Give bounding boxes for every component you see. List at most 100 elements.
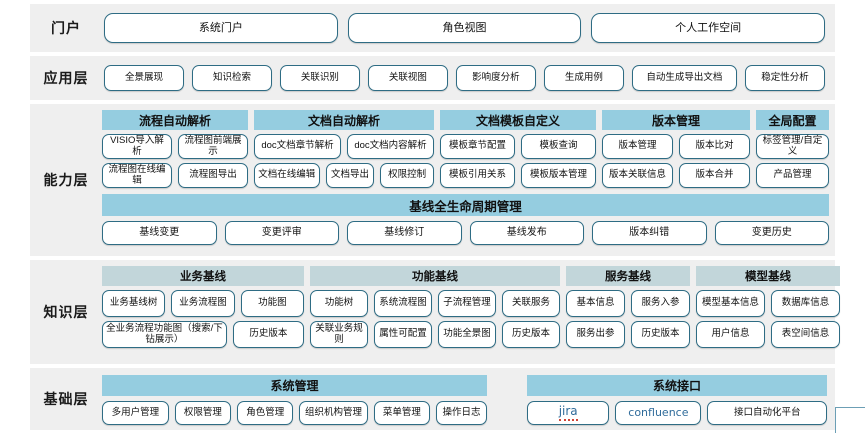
- baseline-item-change[interactable]: 基线变更: [102, 221, 217, 245]
- layer-application-label: 应用层: [43, 70, 89, 86]
- base-item-confluence[interactable]: confluence: [615, 401, 702, 425]
- know-group-service-baseline: 服务基线 基本信息 服务入参 服务出参 历史版本: [566, 266, 690, 348]
- cap-group-doc-parse-title: 文档自动解析: [254, 110, 434, 130]
- know-item-service-input-param[interactable]: 服务入参: [631, 290, 690, 317]
- know-group-model-baseline-title: 模型基线: [696, 266, 840, 286]
- cap-group-version-mgmt-title: 版本管理: [602, 110, 750, 130]
- cap-item-version-compare[interactable]: 版本比对: [679, 134, 750, 159]
- layer-foundation: 基础层 系统管理 多用户管理 权限管理 角色管理 组织机构管理 菜单管理 操作日…: [30, 368, 835, 430]
- layer-portal: 门户 系统门户 角色视图 个人工作空间: [30, 4, 835, 52]
- cap-group-doc-parse: 文档自动解析 doc文档章节解析 doc文档内容解析 文档在线编辑 文档导出 权…: [254, 110, 434, 188]
- layer-capability-label: 能力层: [43, 172, 89, 188]
- know-item-business-baseline-tree[interactable]: 业务基线树: [102, 290, 166, 317]
- cap-item-flow-frontend-display[interactable]: 流程图前端展示: [178, 134, 248, 159]
- know-item-full-business-flow-function-chart[interactable]: 全业务流程功能图（搜索/下钻展示）: [102, 321, 227, 348]
- base-item-interface-automation-platform[interactable]: 接口自动化平台: [707, 401, 827, 425]
- baseline-item-publish[interactable]: 基线发布: [469, 221, 584, 245]
- base-item-permission-mgmt[interactable]: 权限管理: [174, 401, 232, 425]
- cap-item-template-version-mgmt[interactable]: 模板版本管理: [521, 163, 596, 188]
- cap-group-process-parse-title: 流程自动解析: [102, 110, 248, 130]
- know-item-model-basic-info[interactable]: 模型基本信息: [696, 290, 765, 317]
- base-group-system-interface: 系统接口 jira confluence 接口自动化平台: [527, 375, 827, 425]
- know-group-function-baseline-title: 功能基线: [310, 266, 560, 286]
- layer-capability-body: 流程自动解析 VISIO导入解析 流程图前端展示 流程图在线编辑 流程图导出 文…: [102, 104, 837, 256]
- know-item-business-flow-chart[interactable]: 业务流程图: [171, 290, 235, 317]
- know-item-function-tree[interactable]: 功能树: [310, 290, 368, 317]
- cap-item-doc-export[interactable]: 文档导出: [325, 163, 375, 188]
- cap-baseline-block: 基线全生命周期管理 基线变更 变更评审 基线修订 基线发布 版本纠错 变更历史: [102, 194, 829, 245]
- layer-knowledge-label: 知识层: [43, 304, 89, 320]
- app-item-panorama[interactable]: 全景展现: [104, 65, 184, 91]
- base-group-system-interface-title: 系统接口: [527, 375, 827, 396]
- cap-item-permission-control[interactable]: 权限控制: [380, 163, 434, 188]
- know-item-function-panorama[interactable]: 功能全景图: [438, 321, 496, 348]
- app-item-relation-identify[interactable]: 关联识别: [279, 65, 360, 91]
- know-item-subprocess-mgmt[interactable]: 子流程管理: [438, 290, 496, 317]
- portal-item-system-portal[interactable]: 系统门户: [104, 13, 338, 43]
- baseline-item-change-review[interactable]: 变更评审: [224, 221, 339, 245]
- base-item-menu-mgmt[interactable]: 菜单管理: [373, 401, 430, 425]
- know-item-related-business-rule[interactable]: 关联业务规则: [310, 321, 368, 348]
- know-item-function-chart[interactable]: 功能图: [240, 290, 304, 317]
- baseline-item-version-correction[interactable]: 版本纠错: [592, 221, 707, 245]
- app-item-relation-view[interactable]: 关联视图: [367, 65, 448, 91]
- cap-group-process-parse: 流程自动解析 VISIO导入解析 流程图前端展示 流程图在线编辑 流程图导出: [102, 110, 248, 188]
- know-item-history-version-service[interactable]: 历史版本: [631, 321, 690, 348]
- cap-item-flow-export[interactable]: 流程图导出: [178, 163, 248, 188]
- corner-accent-line: [835, 407, 865, 433]
- cap-group-version-mgmt: 版本管理 版本管理 版本比对 版本关联信息 版本合并: [602, 110, 750, 188]
- cap-item-product-manage[interactable]: 产品管理: [756, 163, 829, 188]
- base-group-system-mgmt-title: 系统管理: [102, 375, 487, 396]
- know-item-related-service[interactable]: 关联服务: [502, 290, 560, 317]
- know-item-service-output-param[interactable]: 服务出参: [566, 321, 625, 348]
- cap-item-doc-content-parse[interactable]: doc文档内容解析: [347, 134, 434, 159]
- know-group-business-baseline-title: 业务基线: [102, 266, 304, 286]
- know-item-tablespace-info[interactable]: 表空间信息: [771, 321, 840, 348]
- base-item-multi-user-mgmt[interactable]: 多用户管理: [102, 401, 169, 425]
- layer-portal-body: 系统门户 角色视图 个人工作空间: [102, 4, 835, 52]
- base-item-operation-log[interactable]: 操作日志: [435, 401, 487, 425]
- cap-item-version-merge[interactable]: 版本合并: [679, 163, 750, 188]
- cap-item-template-query[interactable]: 模板查询: [521, 134, 596, 159]
- confluence-logo-icon: confluence: [628, 405, 689, 419]
- baseline-item-change-history[interactable]: 变更历史: [714, 221, 829, 245]
- portal-item-personal-workspace[interactable]: 个人工作空间: [591, 13, 826, 43]
- app-item-generate-case[interactable]: 生成用例: [543, 65, 624, 91]
- layer-foundation-body: 系统管理 多用户管理 权限管理 角色管理 组织机构管理 菜单管理 操作日志 系统…: [102, 368, 835, 430]
- layer-application-body: 全景展现 知识检索 关联识别 关联视图 影响度分析 生成用例 自动生成导出文档 …: [102, 56, 835, 100]
- cap-item-version-relation-info[interactable]: 版本关联信息: [602, 163, 673, 188]
- base-item-org-structure-mgmt[interactable]: 组织机构管理: [299, 401, 368, 425]
- know-item-history-version-function[interactable]: 历史版本: [502, 321, 560, 348]
- app-item-auto-export-doc[interactable]: 自动生成导出文档: [631, 65, 737, 91]
- cap-item-flow-online-edit[interactable]: 流程图在线编辑: [102, 163, 172, 188]
- cap-item-doc-online-edit[interactable]: 文档在线编辑: [254, 163, 320, 188]
- know-item-system-flow-chart[interactable]: 系统流程图: [374, 290, 432, 317]
- portal-item-role-view[interactable]: 角色视图: [347, 13, 582, 43]
- app-item-impact-analysis[interactable]: 影响度分析: [455, 65, 536, 91]
- layer-application: 应用层 全景展现 知识检索 关联识别 关联视图 影响度分析 生成用例 自动生成导…: [30, 56, 835, 100]
- cap-item-template-chapter-config[interactable]: 模板章节配置: [440, 134, 515, 159]
- cap-group-global-config: 全局配置 标签管理/自定义 产品管理: [756, 110, 829, 188]
- base-item-role-mgmt[interactable]: 角色管理: [237, 401, 294, 425]
- know-item-service-basic-info[interactable]: 基本信息: [566, 290, 625, 317]
- know-item-history-version-business[interactable]: 历史版本: [232, 321, 304, 348]
- cap-item-tag-manage-custom[interactable]: 标签管理/自定义: [756, 134, 829, 159]
- know-group-business-baseline: 业务基线 业务基线树 业务流程图 功能图 全业务流程功能图（搜索/下钻展示） 历…: [102, 266, 304, 348]
- base-item-jira[interactable]: jira: [527, 401, 610, 425]
- app-item-knowledge-search[interactable]: 知识检索: [191, 65, 272, 91]
- app-item-stability-analysis[interactable]: 稳定性分析: [744, 65, 825, 91]
- know-item-user-info[interactable]: 用户信息: [696, 321, 765, 348]
- cap-group-global-config-title: 全局配置: [756, 110, 829, 130]
- know-item-attribute-configurable[interactable]: 属性可配置: [374, 321, 432, 348]
- baseline-item-revise[interactable]: 基线修订: [347, 221, 462, 245]
- cap-baseline-title: 基线全生命周期管理: [102, 194, 829, 216]
- cap-item-template-reference[interactable]: 模板引用关系: [440, 163, 515, 188]
- cap-item-visio-import[interactable]: VISIO导入解析: [102, 134, 172, 159]
- cap-item-version-manage[interactable]: 版本管理: [602, 134, 673, 159]
- cap-item-doc-chapter-parse[interactable]: doc文档章节解析: [254, 134, 341, 159]
- know-item-database-info[interactable]: 数据库信息: [771, 290, 840, 317]
- jira-logo-icon: jira: [558, 404, 578, 422]
- know-group-function-baseline: 功能基线 功能树 系统流程图 子流程管理 关联服务 关联业务规则 属性可配置 功…: [310, 266, 560, 348]
- know-group-model-baseline: 模型基线 模型基本信息 数据库信息 用户信息 表空间信息: [696, 266, 840, 348]
